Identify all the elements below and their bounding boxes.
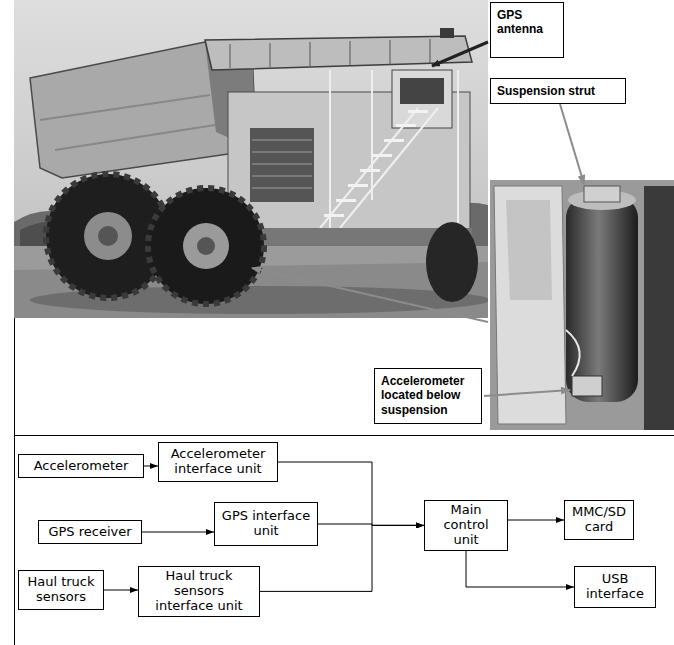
connector-arrow	[466, 551, 574, 587]
node-text: MMC/SD card	[570, 505, 628, 535]
process-box: GPS interface unit	[214, 502, 318, 546]
callout-box: GPS antenna	[490, 2, 564, 58]
process-box: GPS receiver	[38, 520, 142, 544]
node-text: Accelerometer interface unit	[164, 447, 272, 477]
node-text: Haul truck sensors	[24, 575, 98, 605]
node-text: Accelerometer	[34, 459, 129, 474]
node-text: Suspension strut	[497, 84, 595, 98]
node-text: USB interface	[580, 572, 650, 602]
process-box: Accelerometer interface unit	[158, 442, 278, 482]
leader-line	[432, 42, 488, 66]
connector-arrow	[142, 532, 214, 533]
suspension-photo	[490, 180, 674, 430]
frame-line	[14, 435, 674, 436]
leader-line	[484, 390, 570, 396]
node-text: GPS antenna	[497, 8, 557, 37]
callout-box: Suspension strut	[490, 78, 626, 104]
connector-arrow	[144, 466, 158, 467]
process-box: Haul truck sensors interface unit	[138, 566, 260, 617]
process-box: Accelerometer	[18, 454, 144, 478]
truck-photo	[14, 0, 488, 318]
connector-arrow	[104, 590, 138, 591]
connector-arrow	[508, 520, 564, 521]
node-text: Haul truck sensors interface unit	[144, 569, 254, 614]
process-box: Main control unit	[424, 500, 508, 551]
callout-box: Accelerometer located below suspension	[374, 368, 482, 424]
process-box: Haul truck sensors	[18, 570, 104, 610]
leader-line	[560, 104, 584, 184]
leader-line	[252, 268, 488, 322]
node-text: GPS receiver	[48, 525, 131, 540]
process-box: USB interface	[574, 566, 656, 608]
node-text: Accelerometer located below suspension	[381, 374, 475, 417]
node-text: Main control unit	[430, 503, 502, 548]
node-text: GPS interface unit	[220, 509, 312, 539]
process-box: MMC/SD card	[564, 500, 634, 540]
